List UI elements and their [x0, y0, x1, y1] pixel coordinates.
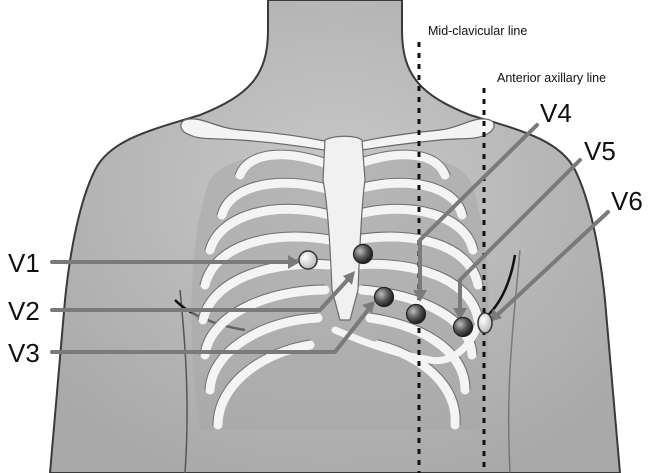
v2-electrode [354, 245, 373, 264]
v5-label: V5 [584, 136, 616, 166]
v5-electrode [454, 318, 473, 337]
v4-electrode [407, 305, 426, 324]
v1-label: V1 [8, 248, 40, 278]
v1-electrode [299, 251, 317, 269]
mid-clavicular-line-label: Mid-clavicular line [428, 24, 527, 38]
v4-label: V4 [540, 98, 572, 128]
v3-label: V3 [8, 338, 40, 368]
v3-electrode [375, 288, 394, 307]
v6-label: V6 [611, 186, 643, 216]
v6-electrode [478, 313, 492, 333]
anterior-axillary-line-label: Anterior axillary line [497, 71, 606, 85]
rib-cage [191, 136, 488, 430]
v2-label: V2 [8, 296, 40, 326]
